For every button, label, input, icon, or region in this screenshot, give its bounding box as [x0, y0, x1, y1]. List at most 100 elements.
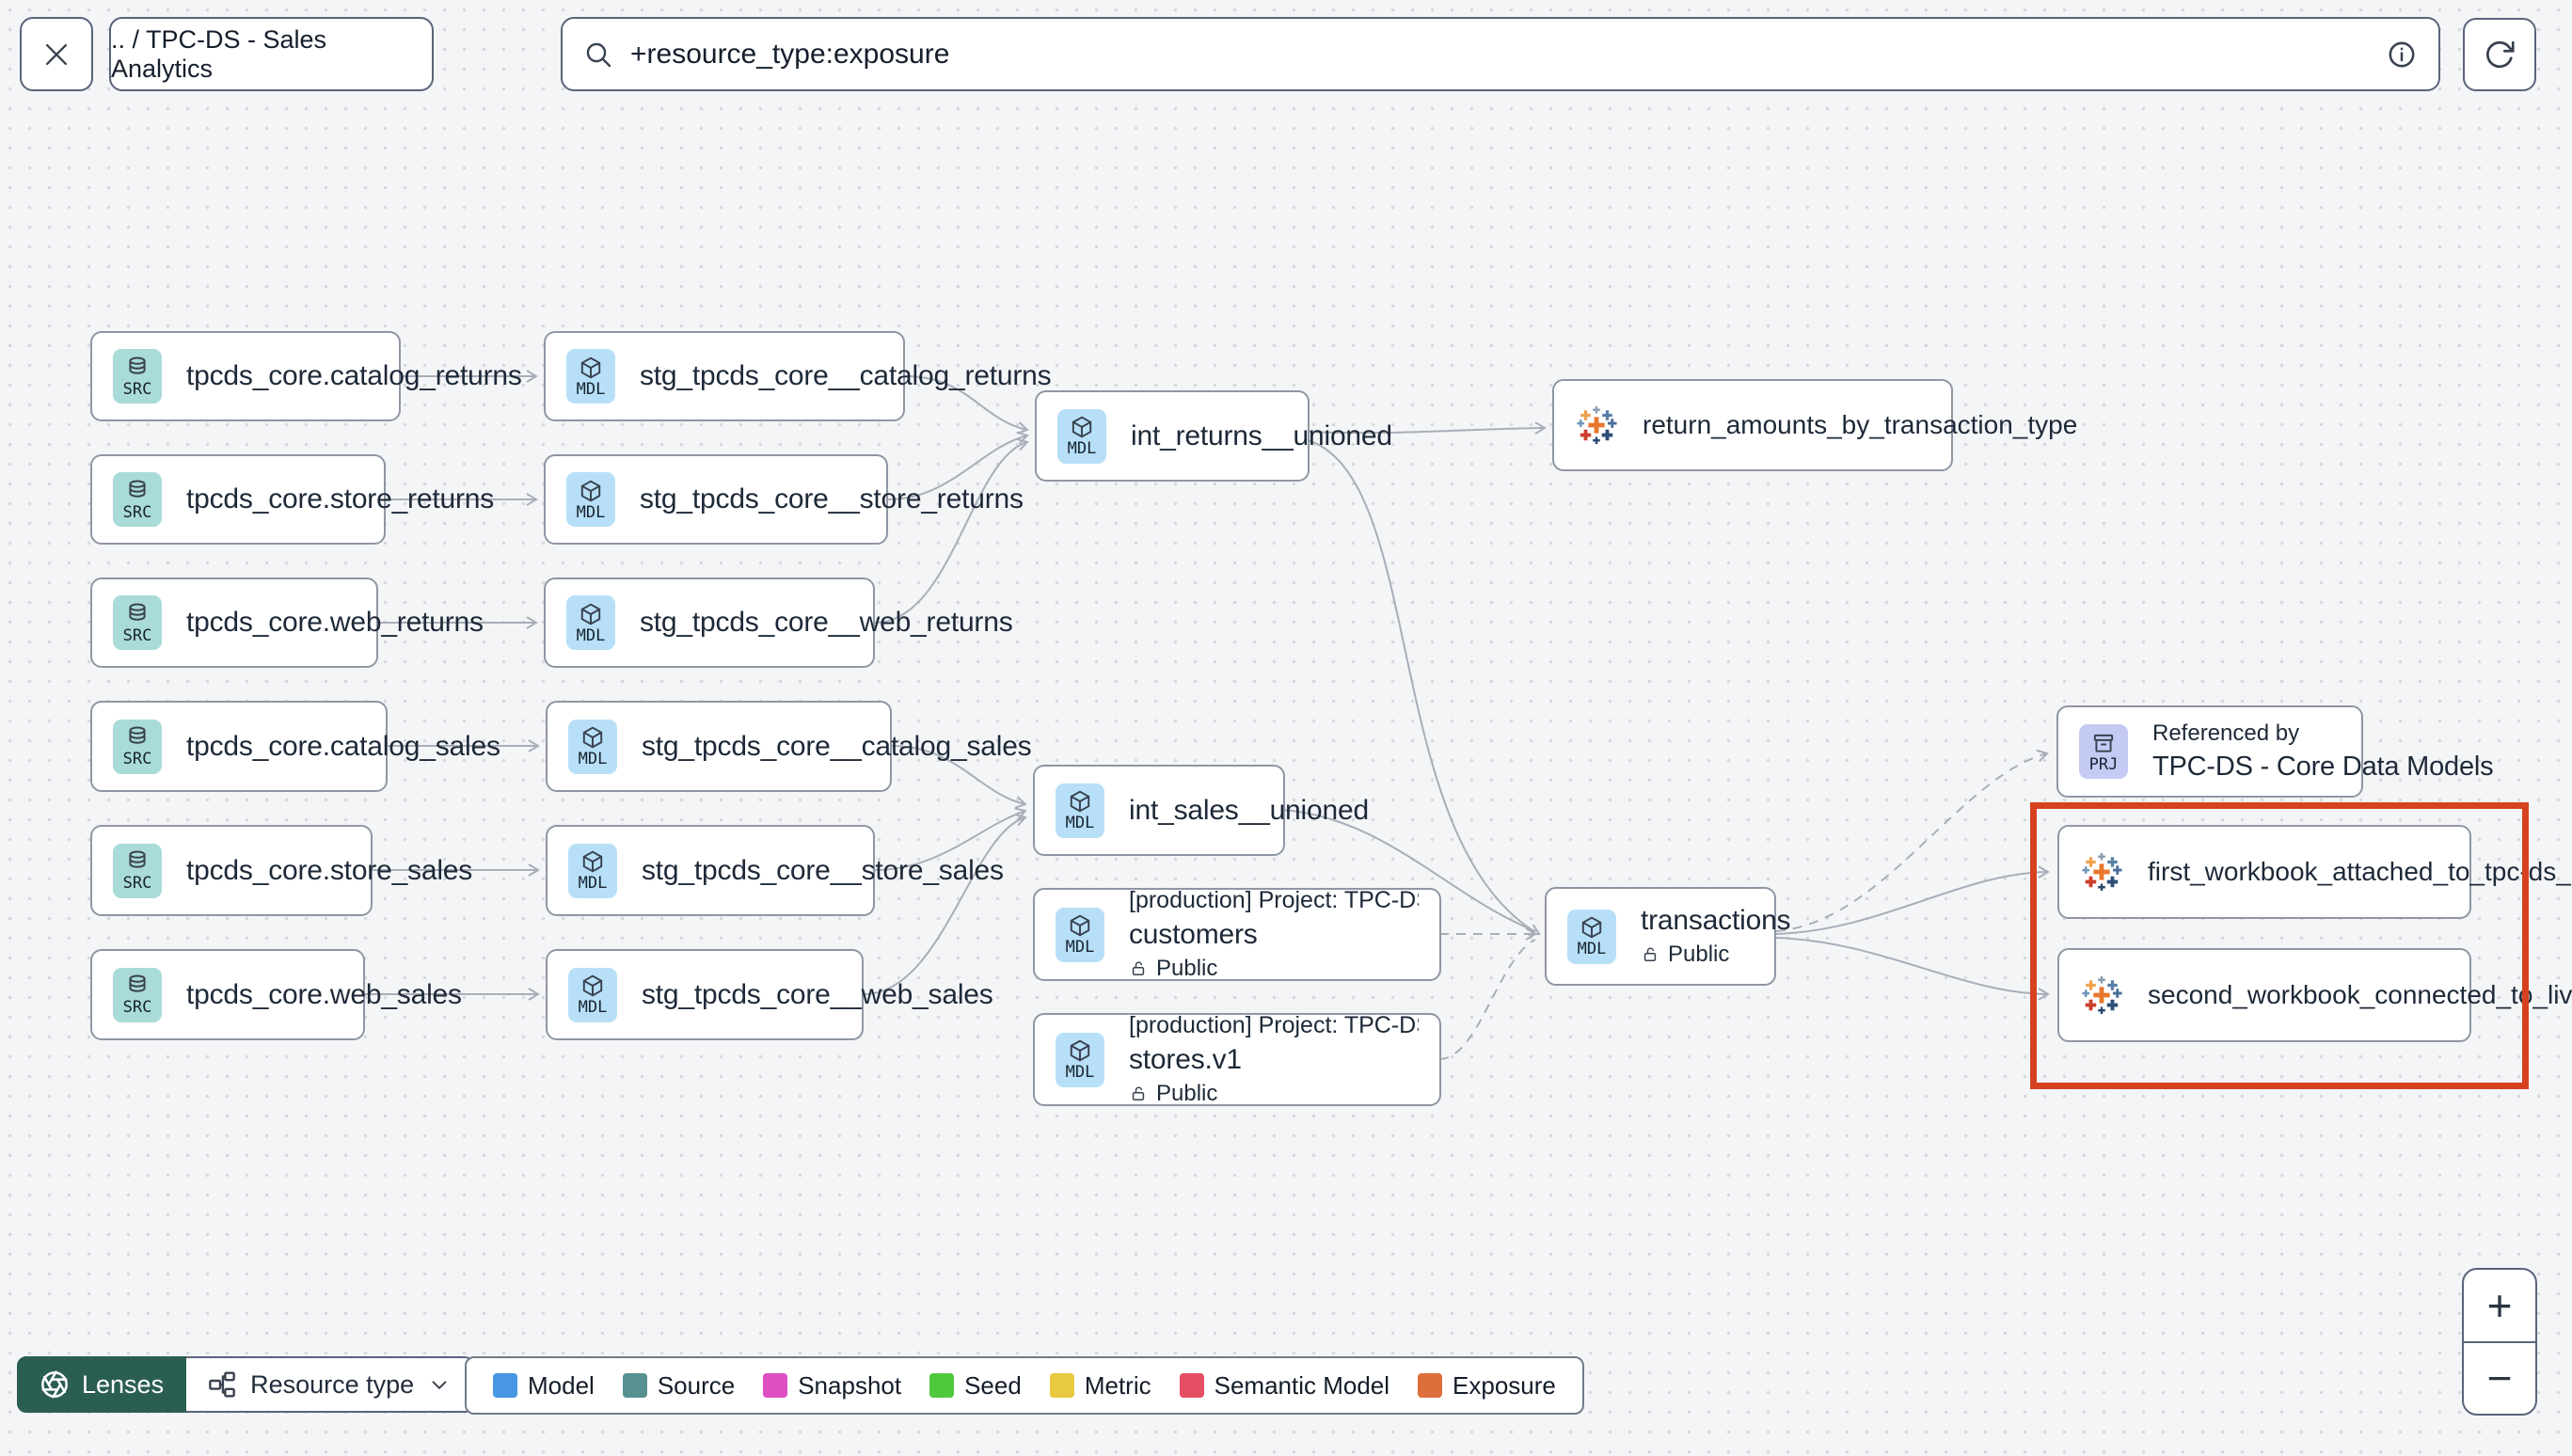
node-src-catalog-returns[interactable]: SRC tpcds_core.catalog_returns: [90, 331, 522, 421]
node-access: Public: [1129, 956, 1419, 982]
lenses-button[interactable]: Lenses: [17, 1356, 187, 1413]
lens-controls: Lenses Resource type: [17, 1356, 475, 1413]
model-badge: MDL: [1056, 783, 1104, 838]
node-stg-store-sales[interactable]: MDL stg_tpcds_core__store_sales: [546, 825, 1004, 916]
semantic-model-swatch: [1179, 1373, 1204, 1398]
search-icon: [583, 40, 613, 70]
aperture-icon: [40, 1369, 70, 1400]
node-project-line: [production] Project: TPC-DS - Core Data…: [1129, 1012, 1419, 1038]
schema-icon: [207, 1369, 237, 1400]
model-badge: MDL: [568, 719, 617, 774]
zoom-in-button[interactable]: +: [2464, 1270, 2535, 1343]
node-access: Public: [1129, 1081, 1419, 1107]
close-icon: [40, 39, 72, 71]
resource-type-dropdown[interactable]: Resource type: [186, 1356, 475, 1413]
lock-open-icon: [1643, 947, 1657, 961]
tableau-icon: [2080, 973, 2123, 1017]
model-badge: MDL: [568, 967, 617, 1022]
project-badge: PRJ: [2079, 724, 2128, 779]
node-label: tpcds_core.store_sales: [186, 854, 473, 886]
source-badge: SRC: [113, 349, 162, 404]
node-stg-catalog-returns[interactable]: MDL stg_tpcds_core__catalog_returns: [544, 331, 1052, 421]
node-label: stg_tpcds_core__web_sales: [642, 978, 993, 1010]
search-bar[interactable]: [561, 17, 2440, 91]
lenses-label: Lenses: [82, 1369, 165, 1399]
node-transactions[interactable]: MDL transactions Public: [1545, 887, 1791, 986]
node-src-store-sales[interactable]: SRC tpcds_core.store_sales: [90, 825, 472, 916]
node-stg-catalog-sales[interactable]: MDL stg_tpcds_core__catalog_sales: [546, 701, 1032, 792]
node-src-catalog-sales[interactable]: SRC tpcds_core.catalog_sales: [90, 701, 500, 792]
node-stg-store-returns[interactable]: MDL stg_tpcds_core__store_returns: [544, 454, 1024, 545]
node-int-returns-unioned[interactable]: MDL int_returns__unioned: [1035, 390, 1392, 482]
model-swatch: [493, 1373, 517, 1398]
metric-swatch: [1049, 1373, 1074, 1398]
node-referenced-by-project[interactable]: PRJ Referenced by TPC-DS - Core Data Mod…: [2056, 705, 2494, 798]
node-label: transactions: [1641, 905, 1791, 936]
legend-item-model: Model: [493, 1371, 595, 1401]
chevron-down-icon: [427, 1372, 452, 1397]
legend-item-seed: Seed: [929, 1371, 1022, 1401]
model-badge: MDL: [566, 595, 615, 650]
tableau-icon: [1575, 404, 1618, 447]
node-label: tpcds_core.catalog_returns: [186, 360, 522, 391]
node-exposure-return-amounts[interactable]: return_amounts_by_transaction_type: [1552, 379, 2077, 471]
breadcrumb-label: .. / TPC-DS - Sales Analytics: [111, 24, 327, 83]
zoom-out-button[interactable]: −: [2486, 1353, 2513, 1403]
node-label: int_sales__unioned: [1129, 794, 1369, 826]
node-customers[interactable]: MDL [production] Project: TPC-DS - Core …: [1033, 887, 1441, 982]
model-badge: MDL: [1056, 907, 1104, 962]
source-badge: SRC: [113, 595, 162, 650]
node-label: stg_tpcds_core__catalog_sales: [642, 730, 1032, 762]
model-badge: MDL: [566, 349, 615, 404]
model-badge: MDL: [566, 472, 615, 527]
node-src-store-returns[interactable]: SRC tpcds_core.store_returns: [90, 454, 494, 545]
source-swatch: [622, 1373, 647, 1398]
node-stores-v1[interactable]: MDL [production] Project: TPC-DS - Core …: [1033, 1012, 1441, 1107]
node-access: Public: [1641, 942, 1754, 968]
lock-open-icon: [1132, 961, 1145, 975]
node-label: stg_tpcds_core__store_sales: [642, 854, 1004, 886]
node-label: stg_tpcds_core__catalog_returns: [640, 360, 1052, 391]
node-label: stores.v1: [1129, 1044, 1242, 1075]
node-src-web-returns[interactable]: SRC tpcds_core.web_returns: [90, 578, 484, 668]
search-input[interactable]: [628, 37, 2371, 71]
source-badge: SRC: [113, 967, 162, 1022]
info-icon[interactable]: [2386, 39, 2418, 71]
node-label: int_returns__unioned: [1131, 419, 1392, 451]
seed-swatch: [929, 1373, 955, 1398]
resource-type-label: Resource type: [250, 1369, 415, 1399]
node-src-web-sales[interactable]: SRC tpcds_core.web_sales: [90, 949, 462, 1040]
node-exposure-first-workbook[interactable]: first_workbook_attached_to_tpc-ds_-_…: [2057, 825, 2572, 919]
node-stg-web-returns[interactable]: MDL stg_tpcds_core__web_returns: [544, 578, 1013, 668]
node-stg-web-sales[interactable]: MDL stg_tpcds_core__web_sales: [546, 949, 993, 1040]
tableau-icon: [2080, 850, 2123, 894]
legend-item-metric: Metric: [1049, 1371, 1151, 1401]
lock-open-icon: [1132, 1086, 1145, 1100]
legend-item-snapshot: Snapshot: [763, 1371, 901, 1401]
node-label: tpcds_core.web_sales: [186, 978, 462, 1010]
node-label: return_amounts_by_transaction_type: [1643, 410, 2078, 439]
source-badge: SRC: [113, 472, 162, 527]
node-label: tpcds_core.catalog_sales: [186, 730, 500, 762]
model-badge: MDL: [1567, 909, 1616, 964]
node-label: tpcds_core.web_returns: [186, 607, 484, 638]
refresh-icon: [2483, 38, 2516, 71]
node-label: first_workbook_attached_to_tpc-ds_-_…: [2148, 857, 2572, 886]
model-badge: MDL: [1057, 408, 1106, 464]
source-badge: SRC: [113, 843, 162, 898]
legend-item-source: Source: [622, 1371, 735, 1401]
node-int-sales-unioned[interactable]: MDL int_sales__unioned: [1033, 765, 1369, 856]
close-button[interactable]: [20, 17, 93, 91]
breadcrumb[interactable]: .. / TPC-DS - Sales Analytics: [109, 17, 434, 91]
legend-item-exposure: Exposure: [1418, 1371, 1556, 1401]
node-label: stg_tpcds_core__web_returns: [640, 607, 1013, 638]
zoom-controls: + −: [2462, 1268, 2537, 1416]
refresh-button[interactable]: [2463, 18, 2536, 91]
model-badge: MDL: [568, 843, 617, 898]
node-label: customers: [1129, 919, 1258, 950]
node-project-line: [production] Project: TPC-DS - Core Data…: [1129, 887, 1419, 913]
node-label: TPC-DS - Core Data Models: [2152, 752, 2494, 782]
node-exposure-second-workbook[interactable]: second_workbook_connected_to_live…: [2057, 948, 2572, 1042]
exposure-swatch: [1418, 1373, 1443, 1398]
referenced-by-title: Referenced by: [2152, 720, 2300, 746]
